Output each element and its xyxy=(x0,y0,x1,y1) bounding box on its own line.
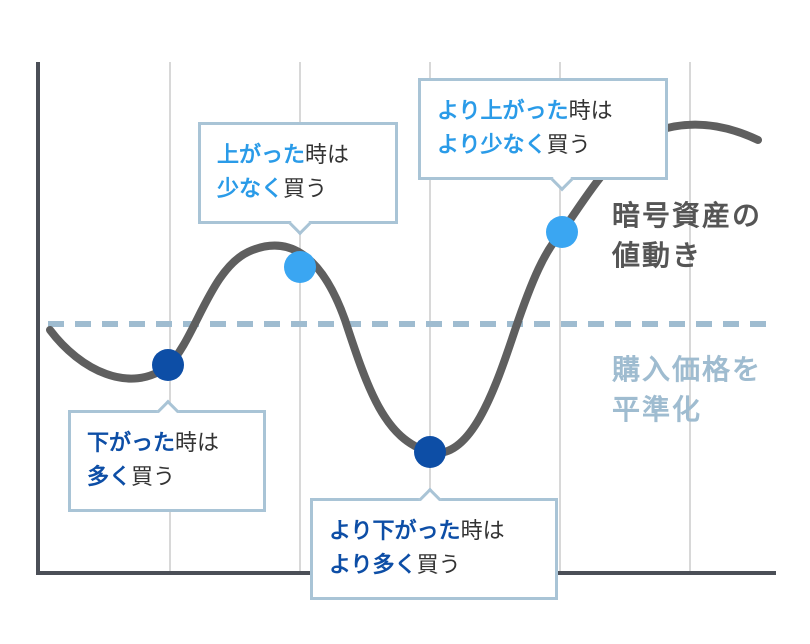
average-price-label-line2: 平準化 xyxy=(612,393,703,426)
callout-emphasis: 下がった xyxy=(87,431,176,456)
point-high-1 xyxy=(284,251,316,283)
point-low-1 xyxy=(152,349,184,381)
callout-emphasis: より少なく xyxy=(437,133,547,158)
point-high-2 xyxy=(546,216,578,248)
callout-buy-much-more: より下がった時は より多く買う xyxy=(310,498,558,600)
callout-line: 少なく買う xyxy=(217,173,379,207)
callout-emphasis: 上がった xyxy=(217,143,306,168)
callout-text: 時は xyxy=(460,519,505,544)
callout-text: 時は xyxy=(175,431,220,456)
callout-buy-much-less: より上がった時は より少なく買う xyxy=(418,78,668,180)
price-movement-label-line1: 暗号資産の xyxy=(612,199,763,232)
price-movement-label: 暗号資産の 値動き xyxy=(612,196,762,276)
callout-text: 買う xyxy=(416,553,461,578)
callout-line: より上がった時は xyxy=(437,95,649,129)
callout-emphasis: より下がった xyxy=(329,519,461,544)
callout-line: より多く買う xyxy=(329,549,539,583)
callout-line: 下がった時は xyxy=(87,427,247,461)
callout-text: 時は xyxy=(568,99,613,124)
callout-emphasis: 多く xyxy=(87,465,132,490)
callout-line: より下がった時は xyxy=(329,515,539,549)
average-price-label: 購入価格を 平準化 xyxy=(612,350,762,430)
callout-emphasis: 少なく xyxy=(217,177,284,202)
price-movement-label-line2: 値動き xyxy=(612,239,703,272)
callout-line: 多く買う xyxy=(87,461,247,495)
callout-line: 上がった時は xyxy=(217,139,379,173)
callout-emphasis: より多く xyxy=(329,553,417,578)
average-price-label-line1: 購入価格を xyxy=(612,353,763,386)
callout-text: 買う xyxy=(546,133,591,158)
point-low-2 xyxy=(414,436,446,468)
callout-emphasis: より上がった xyxy=(437,99,569,124)
callout-text: 買う xyxy=(131,465,176,490)
callout-buy-less: 上がった時は 少なく買う xyxy=(198,122,398,224)
callout-text: 買う xyxy=(283,177,328,202)
callout-buy-more: 下がった時は 多く買う xyxy=(68,410,266,512)
callout-line: より少なく買う xyxy=(437,129,649,163)
callout-text: 時は xyxy=(305,143,350,168)
